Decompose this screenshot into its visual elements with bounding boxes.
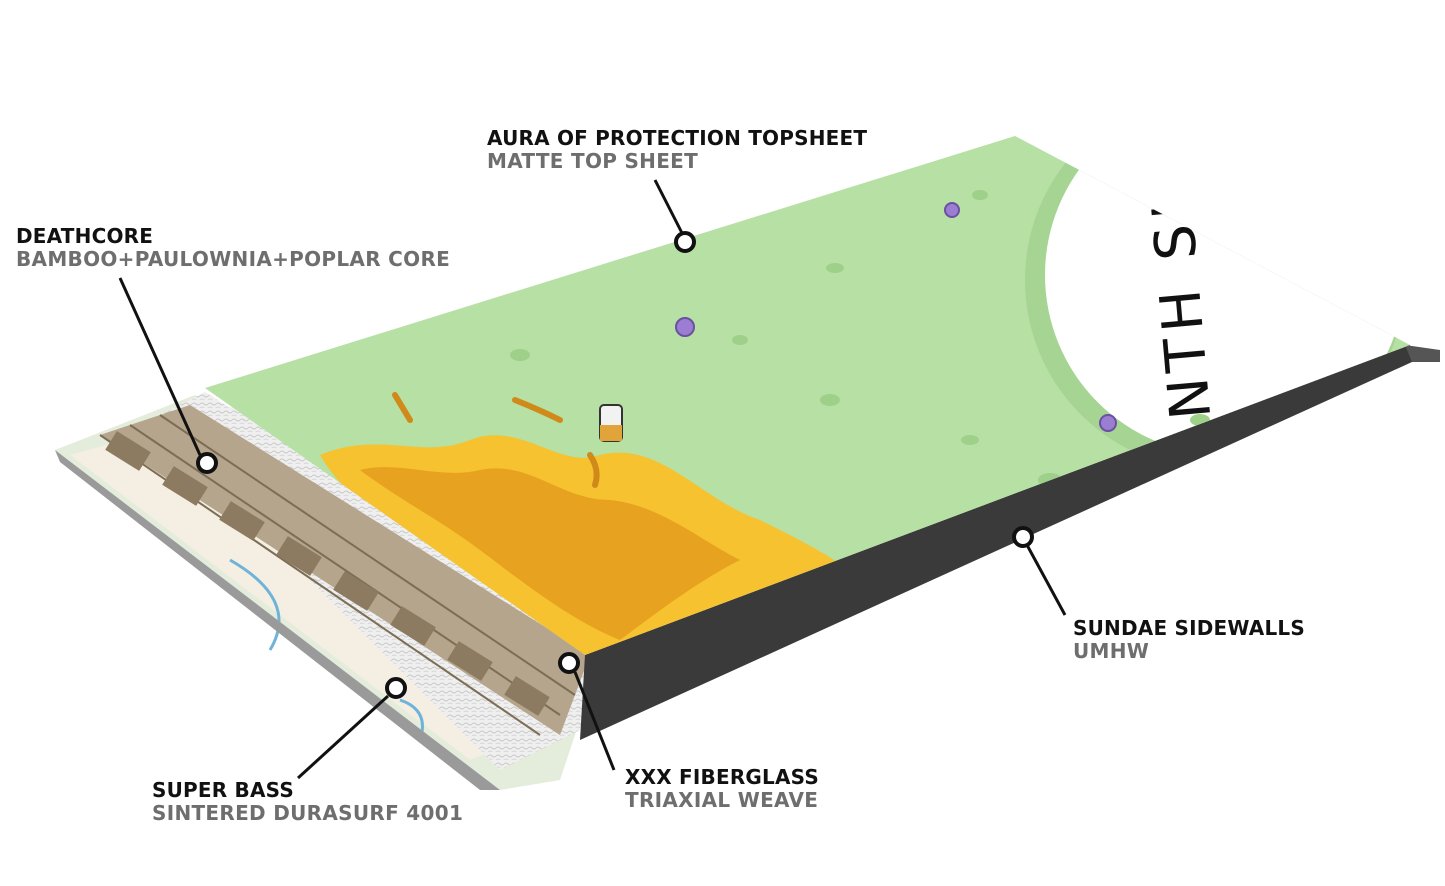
topsheet-dot	[674, 231, 696, 253]
callout-title: AURA OF PROTECTION TOPSHEET	[487, 126, 868, 150]
callout-title: SUPER BASS	[152, 778, 294, 802]
callout-subtitle: MATTE TOP SHEET	[487, 149, 699, 173]
callout-subtitle: TRIAXIAL WEAVE	[625, 788, 819, 812]
core-dot	[196, 452, 218, 474]
callout-title: XXX FIBERGLASS	[625, 765, 819, 789]
callout-topsheet: AURA OF PROTECTION TOPSHEET MATTE TOP SH…	[487, 128, 867, 171]
callout-title: SUNDAE SIDEWALLS	[1073, 616, 1305, 640]
sidewall-layer	[580, 345, 1440, 740]
callout-sidewalls: SUNDAE SIDEWALLS UMHW	[1073, 618, 1305, 661]
callout-dots	[196, 231, 1034, 699]
callout-core: DEATHCORE BAMBOO+PAULOWNIA+POPLAR CORE	[16, 226, 450, 269]
callout-fiberglass: XXX FIBERGLASS TRIAXIAL WEAVE	[625, 767, 819, 810]
base-dot	[385, 677, 407, 699]
callout-lines	[118, 179, 1067, 780]
callout-base: SUPER BASS SINTERED DURASURF 4001	[152, 780, 463, 823]
callout-subtitle: SINTERED DURASURF 4001	[152, 801, 464, 825]
core-layer	[99, 405, 590, 736]
sidewall-dot	[1012, 526, 1034, 548]
callout-subtitle: BAMBOO+PAULOWNIA+POPLAR CORE	[16, 247, 451, 271]
callout-subtitle: UMHW	[1073, 639, 1150, 663]
callout-title: DEATHCORE	[16, 224, 154, 248]
fiberglass-dot	[558, 652, 580, 674]
